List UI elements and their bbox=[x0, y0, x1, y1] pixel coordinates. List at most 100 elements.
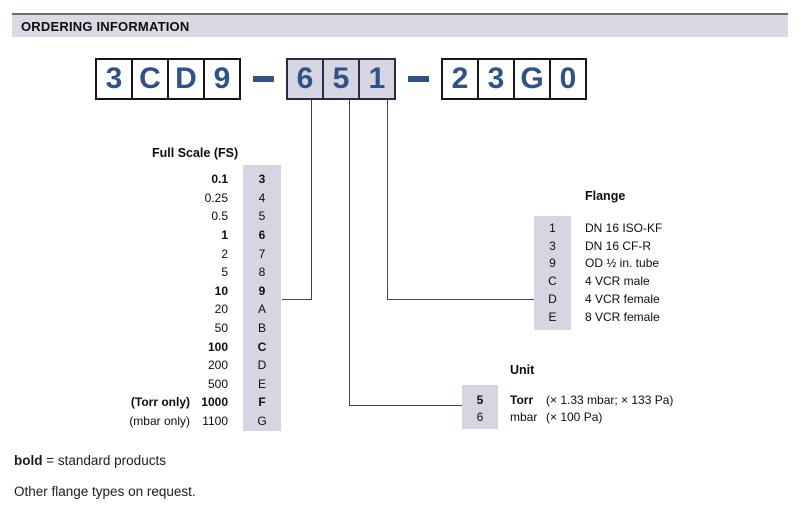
full-scale-row: (Torr only) 1000 F bbox=[100, 393, 281, 412]
full-scale-value: 10 bbox=[214, 283, 228, 298]
flange-row: C 4 VCR male bbox=[534, 272, 662, 290]
full-scale-row: 20 A bbox=[100, 300, 281, 319]
unit-name: mbar bbox=[510, 410, 538, 425]
connector-unit-vertical bbox=[349, 100, 350, 406]
full-scale-note: (Torr only) bbox=[130, 395, 190, 410]
full-scale-value: 100 bbox=[207, 339, 228, 354]
unit-title: Unit bbox=[510, 363, 535, 377]
flange-label: 4 VCR male bbox=[585, 274, 650, 289]
flange-code-column bbox=[534, 216, 571, 330]
unit-code: 6 bbox=[476, 410, 484, 425]
full-scale-code: 5 bbox=[258, 209, 266, 224]
full-scale-row: (mbar only) 1100 G bbox=[100, 412, 281, 431]
full-scale-value: 5 bbox=[221, 265, 228, 280]
full-scale-code: 7 bbox=[258, 246, 266, 261]
unit-conversion-note: (× 100 Pa) bbox=[546, 410, 603, 425]
full-scale-value: 0.5 bbox=[211, 209, 228, 224]
full-scale-value: 0.1 bbox=[211, 172, 228, 187]
unit-rows: 5 Torr (× 1.33 mbar; × 133 Pa) 6 mbar (× 100 … bbox=[462, 391, 674, 427]
connector-fullscale-vertical bbox=[311, 100, 312, 300]
full-scale-code: D bbox=[257, 358, 267, 373]
flange-code: C bbox=[548, 274, 557, 289]
section-title: ORDERING INFORMATION bbox=[21, 18, 190, 34]
full-scale-value: 1100 bbox=[202, 414, 228, 429]
unit-row: 6 mbar (× 100 Pa) bbox=[462, 409, 673, 427]
dash-separator-icon bbox=[253, 76, 274, 82]
standard-products-note: bold = standard products bbox=[14, 453, 166, 468]
full-scale-code: 3 bbox=[258, 172, 266, 187]
full-scale-code-column bbox=[243, 165, 281, 431]
unit-conversion-note: (× 1.33 mbar; × 133 Pa) bbox=[546, 392, 674, 407]
full-scale-value: 2 bbox=[221, 246, 228, 261]
dash-separator-icon bbox=[408, 76, 429, 82]
full-scale-code: E bbox=[257, 376, 266, 391]
connector-fullscale-horizontal bbox=[282, 299, 312, 300]
full-scale-row: 100 C bbox=[100, 337, 281, 356]
full-scale-code: 4 bbox=[258, 190, 266, 205]
full-scale-value: 1 bbox=[221, 228, 228, 243]
full-scale-code: C bbox=[257, 339, 267, 354]
flange-code: 9 bbox=[549, 256, 556, 271]
connector-unit-horizontal bbox=[349, 405, 462, 406]
model-code-box: G bbox=[513, 58, 551, 100]
flange-row: 3 DN 16 CF-R bbox=[534, 237, 662, 255]
full-scale-code: B bbox=[257, 321, 266, 336]
flange-code: 3 bbox=[549, 238, 556, 253]
model-code-box: 0 bbox=[549, 58, 587, 100]
connector-flange-vertical bbox=[387, 100, 388, 300]
flange-label: 8 VCR female bbox=[585, 309, 660, 324]
model-code-box: 3 bbox=[95, 58, 133, 100]
flange-row: D 4 VCR female bbox=[534, 290, 662, 308]
flange-label: 4 VCR female bbox=[585, 292, 660, 307]
flange-code: D bbox=[548, 292, 557, 307]
full-scale-code: 8 bbox=[258, 265, 266, 280]
model-code-box: C bbox=[131, 58, 169, 100]
connector-flange-horizontal bbox=[387, 299, 534, 300]
full-scale-code: A bbox=[257, 302, 266, 317]
full-scale-value: 500 bbox=[207, 376, 228, 391]
flange-title: Flange bbox=[585, 189, 626, 203]
model-code-box: 1 bbox=[358, 58, 396, 100]
model-code-box: 9 bbox=[203, 58, 241, 100]
full-scale-value: 1000 bbox=[201, 395, 228, 410]
full-scale-row: 500 E bbox=[100, 375, 281, 394]
flange-row: E 8 VCR female bbox=[534, 308, 662, 326]
full-scale-row: 200 D bbox=[100, 356, 281, 375]
model-code-box: 2 bbox=[441, 58, 479, 100]
model-code-box: D bbox=[167, 58, 205, 100]
full-scale-value: 20 bbox=[214, 302, 228, 317]
full-scale-value: 200 bbox=[207, 358, 228, 373]
unit-name: Torr bbox=[510, 392, 534, 407]
full-scale-value: 0.25 bbox=[204, 190, 228, 205]
flange-label: OD ½ in. tube bbox=[585, 256, 660, 271]
flange-request-note: Other flange types on request. bbox=[14, 484, 196, 499]
unit-code-column bbox=[462, 385, 498, 429]
full-scale-row: 50 B bbox=[100, 319, 281, 338]
unit-code: 5 bbox=[476, 392, 484, 407]
unit-row: 5 Torr (× 1.33 mbar; × 133 Pa) bbox=[462, 391, 674, 409]
model-code-box: 3 bbox=[477, 58, 515, 100]
full-scale-code: F bbox=[258, 395, 266, 410]
full-scale-code: G bbox=[257, 414, 267, 429]
flange-label: DN 16 CF-R bbox=[585, 238, 652, 253]
flange-row: 9 OD ½ in. tube bbox=[534, 255, 662, 273]
bold-keyword: bold bbox=[14, 453, 43, 468]
full-scale-code: 6 bbox=[258, 228, 266, 243]
standard-products-note-text: = standard products bbox=[42, 453, 166, 468]
flange-code: E bbox=[548, 309, 557, 324]
full-scale-note: (mbar only) bbox=[129, 414, 190, 429]
full-scale-value: 50 bbox=[214, 321, 228, 336]
flange-label: DN 16 ISO-KF bbox=[585, 220, 663, 235]
full-scale-row: 0.25 4 bbox=[100, 189, 281, 208]
